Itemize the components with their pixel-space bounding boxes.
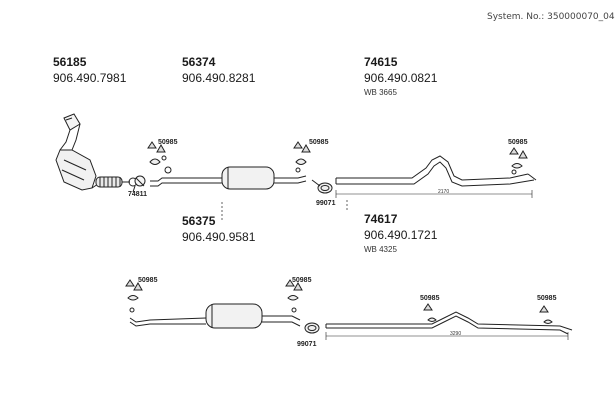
hanger-50985-b: [294, 142, 310, 172]
exhaust-drawing: [0, 0, 600, 400]
system-number: System. No.: 350000070_04: [487, 12, 615, 22]
part-number-74617: 74617: [364, 212, 398, 226]
catalytic-converter: [56, 114, 98, 190]
part-number-56374: 56374: [182, 55, 216, 69]
hanger-50985-d: [126, 280, 142, 312]
label-clamp-99071: 99071: [316, 200, 336, 207]
rear-pipe-74615: [336, 156, 536, 198]
label-hanger-50985: 50985: [309, 139, 329, 146]
hanger-50985-e: [286, 280, 302, 312]
wb-note-74615: WB 3665: [364, 88, 397, 97]
hanger-50985-f: [424, 304, 436, 322]
dimension-2170: 2170: [438, 189, 450, 195]
oe-number-56185: 906.490.7981: [53, 71, 127, 85]
oe-number-74615: 906.490.0821: [364, 71, 438, 85]
label-hanger-50985: 50985: [138, 277, 158, 284]
oe-number-56375: 906.490.9581: [182, 230, 256, 244]
clamp-99071-bottom: [305, 323, 319, 333]
label-clamp-99071: 99071: [297, 341, 317, 348]
hanger-50985-c: [510, 148, 527, 174]
flex-pipe-74811: [96, 176, 145, 192]
front-silencer-56375: [130, 304, 300, 328]
part-number-56185: 56185: [53, 55, 87, 69]
label-hanger-50985: 50985: [508, 139, 528, 146]
hanger-50985-g: [540, 306, 552, 324]
hanger-50985-a: [148, 142, 171, 173]
rear-pipe-74617: [326, 312, 572, 340]
clamp-99071-top: [312, 180, 332, 193]
label-hanger-50985: 50985: [537, 295, 557, 302]
part-number-74615: 74615: [364, 55, 398, 69]
label-hanger-50985: 50985: [292, 277, 312, 284]
wb-note-74617: WB 4325: [364, 245, 397, 254]
front-silencer-56374: [150, 167, 306, 189]
oe-number-74617: 906.490.1721: [364, 228, 438, 242]
label-hanger-50985: 50985: [158, 139, 178, 146]
part-number-56375: 56375: [182, 214, 216, 228]
dimension-3290: 3290: [450, 331, 462, 337]
label-hanger-50985: 50985: [420, 295, 440, 302]
label-gasket-74811: 74811: [128, 191, 148, 198]
oe-number-56374: 906.490.8281: [182, 71, 256, 85]
